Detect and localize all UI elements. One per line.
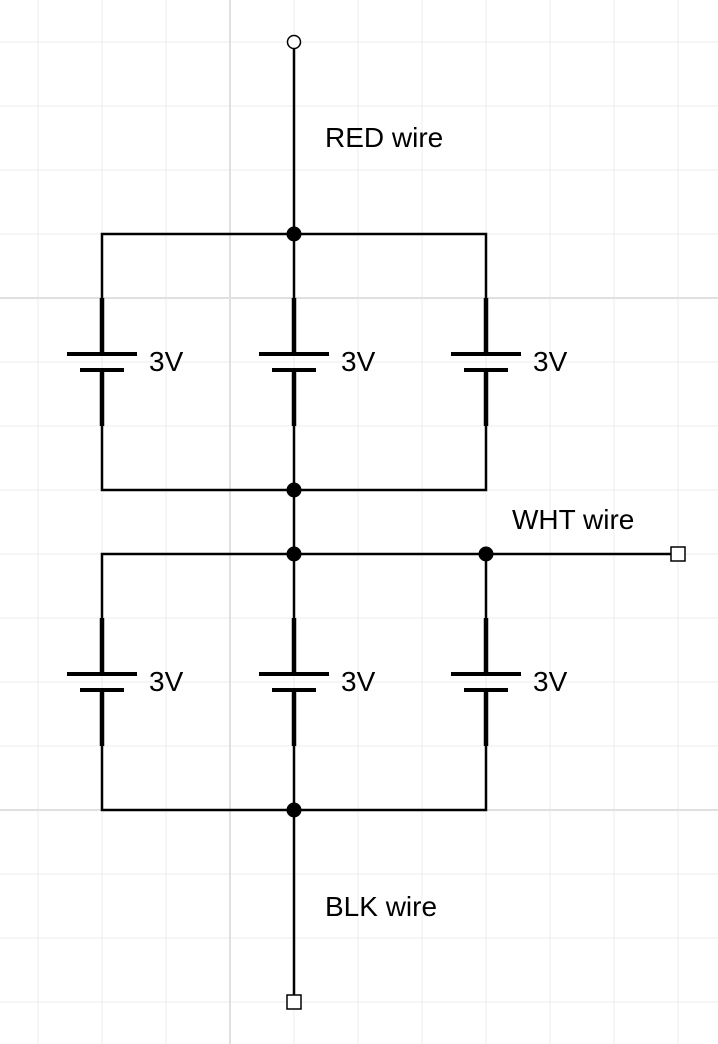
red-wire-terminal (286, 34, 302, 50)
battery-cell-5 (259, 618, 329, 746)
blk-wire-label: BLK wire (325, 891, 438, 922)
cell-voltage-label: 3V (341, 666, 376, 697)
red-wire-label: RED wire (325, 122, 444, 153)
wht-wire-label: WHT wire (512, 504, 635, 535)
cell-voltage-label: 3V (149, 666, 184, 697)
junction-dot (478, 546, 494, 562)
blk-wire-terminal (286, 994, 302, 1010)
cell-voltage-label: 3V (533, 346, 568, 377)
cell-voltage-label: 3V (341, 346, 376, 377)
battery-cell-2 (259, 298, 329, 426)
junction-dot (286, 226, 302, 242)
junction-dot (286, 802, 302, 818)
battery-cell-3 (451, 298, 521, 426)
battery-cell-4 (67, 618, 137, 746)
battery-cell-1 (67, 298, 137, 426)
cell-voltage-label: 3V (533, 666, 568, 697)
battery-cell-6 (451, 618, 521, 746)
cell-voltage-label: 3V (149, 346, 184, 377)
wht-wire-terminal (670, 546, 686, 562)
junction-dot (286, 482, 302, 498)
junction-dot (286, 546, 302, 562)
